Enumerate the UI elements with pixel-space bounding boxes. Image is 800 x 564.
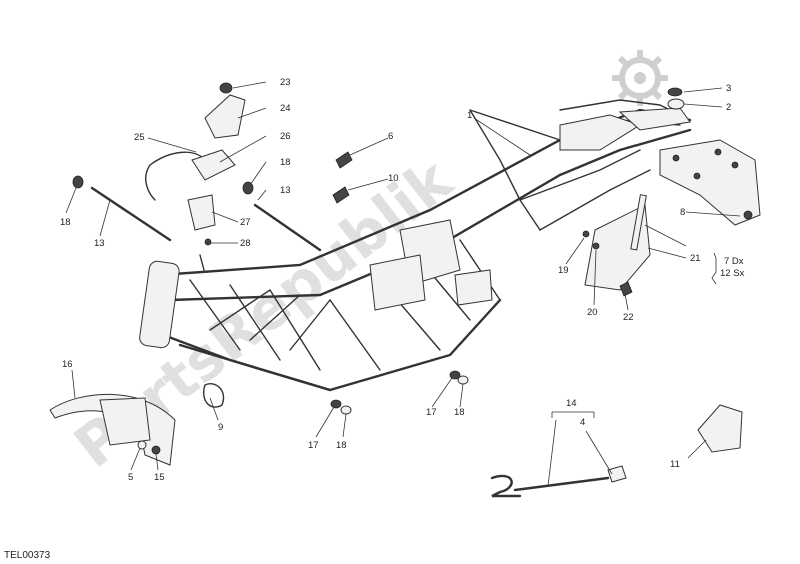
label-13-b: 13	[94, 238, 105, 249]
leader-lines	[65, 81, 741, 487]
label-11: 11	[670, 459, 680, 470]
label-22: 22	[623, 312, 634, 323]
sensor-assembly	[145, 82, 246, 271]
label-16: 16	[62, 359, 73, 370]
callout-labels: 23 24 25 26 18 13 27 28 6 10 1 3 2 8 21 …	[4, 77, 745, 561]
label-7-dx: 7 Dx	[724, 256, 744, 267]
label-13-a: 13	[280, 185, 291, 196]
label-8: 8	[680, 207, 685, 218]
label-21: 21	[690, 253, 701, 264]
label-24: 24	[280, 103, 291, 114]
label-12-sx: 12 Sx	[720, 268, 745, 279]
diagram-code: TEL00373	[4, 550, 51, 561]
label-17-a: 17	[308, 440, 319, 451]
cover-part-11	[697, 404, 743, 453]
label-26: 26	[280, 131, 291, 142]
label-18-d: 18	[60, 217, 71, 228]
label-3: 3	[726, 83, 731, 94]
label-2: 2	[726, 102, 731, 113]
tie-rod-part	[513, 476, 610, 492]
label-23: 23	[280, 77, 291, 88]
label-5: 5	[128, 472, 133, 483]
label-20: 20	[587, 307, 598, 318]
label-19: 19	[558, 265, 569, 276]
tail-fairing-part	[659, 139, 761, 226]
label-14: 14	[566, 398, 577, 409]
label-1: 1	[467, 110, 472, 121]
label-9: 9	[218, 422, 223, 433]
label-6: 6	[388, 131, 393, 142]
label-18-b: 18	[336, 440, 347, 451]
label-27: 27	[240, 217, 251, 228]
watermark-gear-icon	[612, 50, 668, 106]
side-panel-part	[584, 204, 651, 291]
label-17-b: 17	[426, 407, 437, 418]
label-4: 4	[580, 417, 585, 428]
label-25: 25	[134, 132, 145, 143]
label-10: 10	[388, 173, 399, 184]
label-15: 15	[154, 472, 165, 483]
main-frame	[139, 99, 692, 392]
trim-strip-part	[630, 194, 647, 251]
label-28: 28	[240, 238, 251, 249]
label-18-a: 18	[280, 157, 291, 168]
label-18-c: 18	[454, 407, 465, 418]
